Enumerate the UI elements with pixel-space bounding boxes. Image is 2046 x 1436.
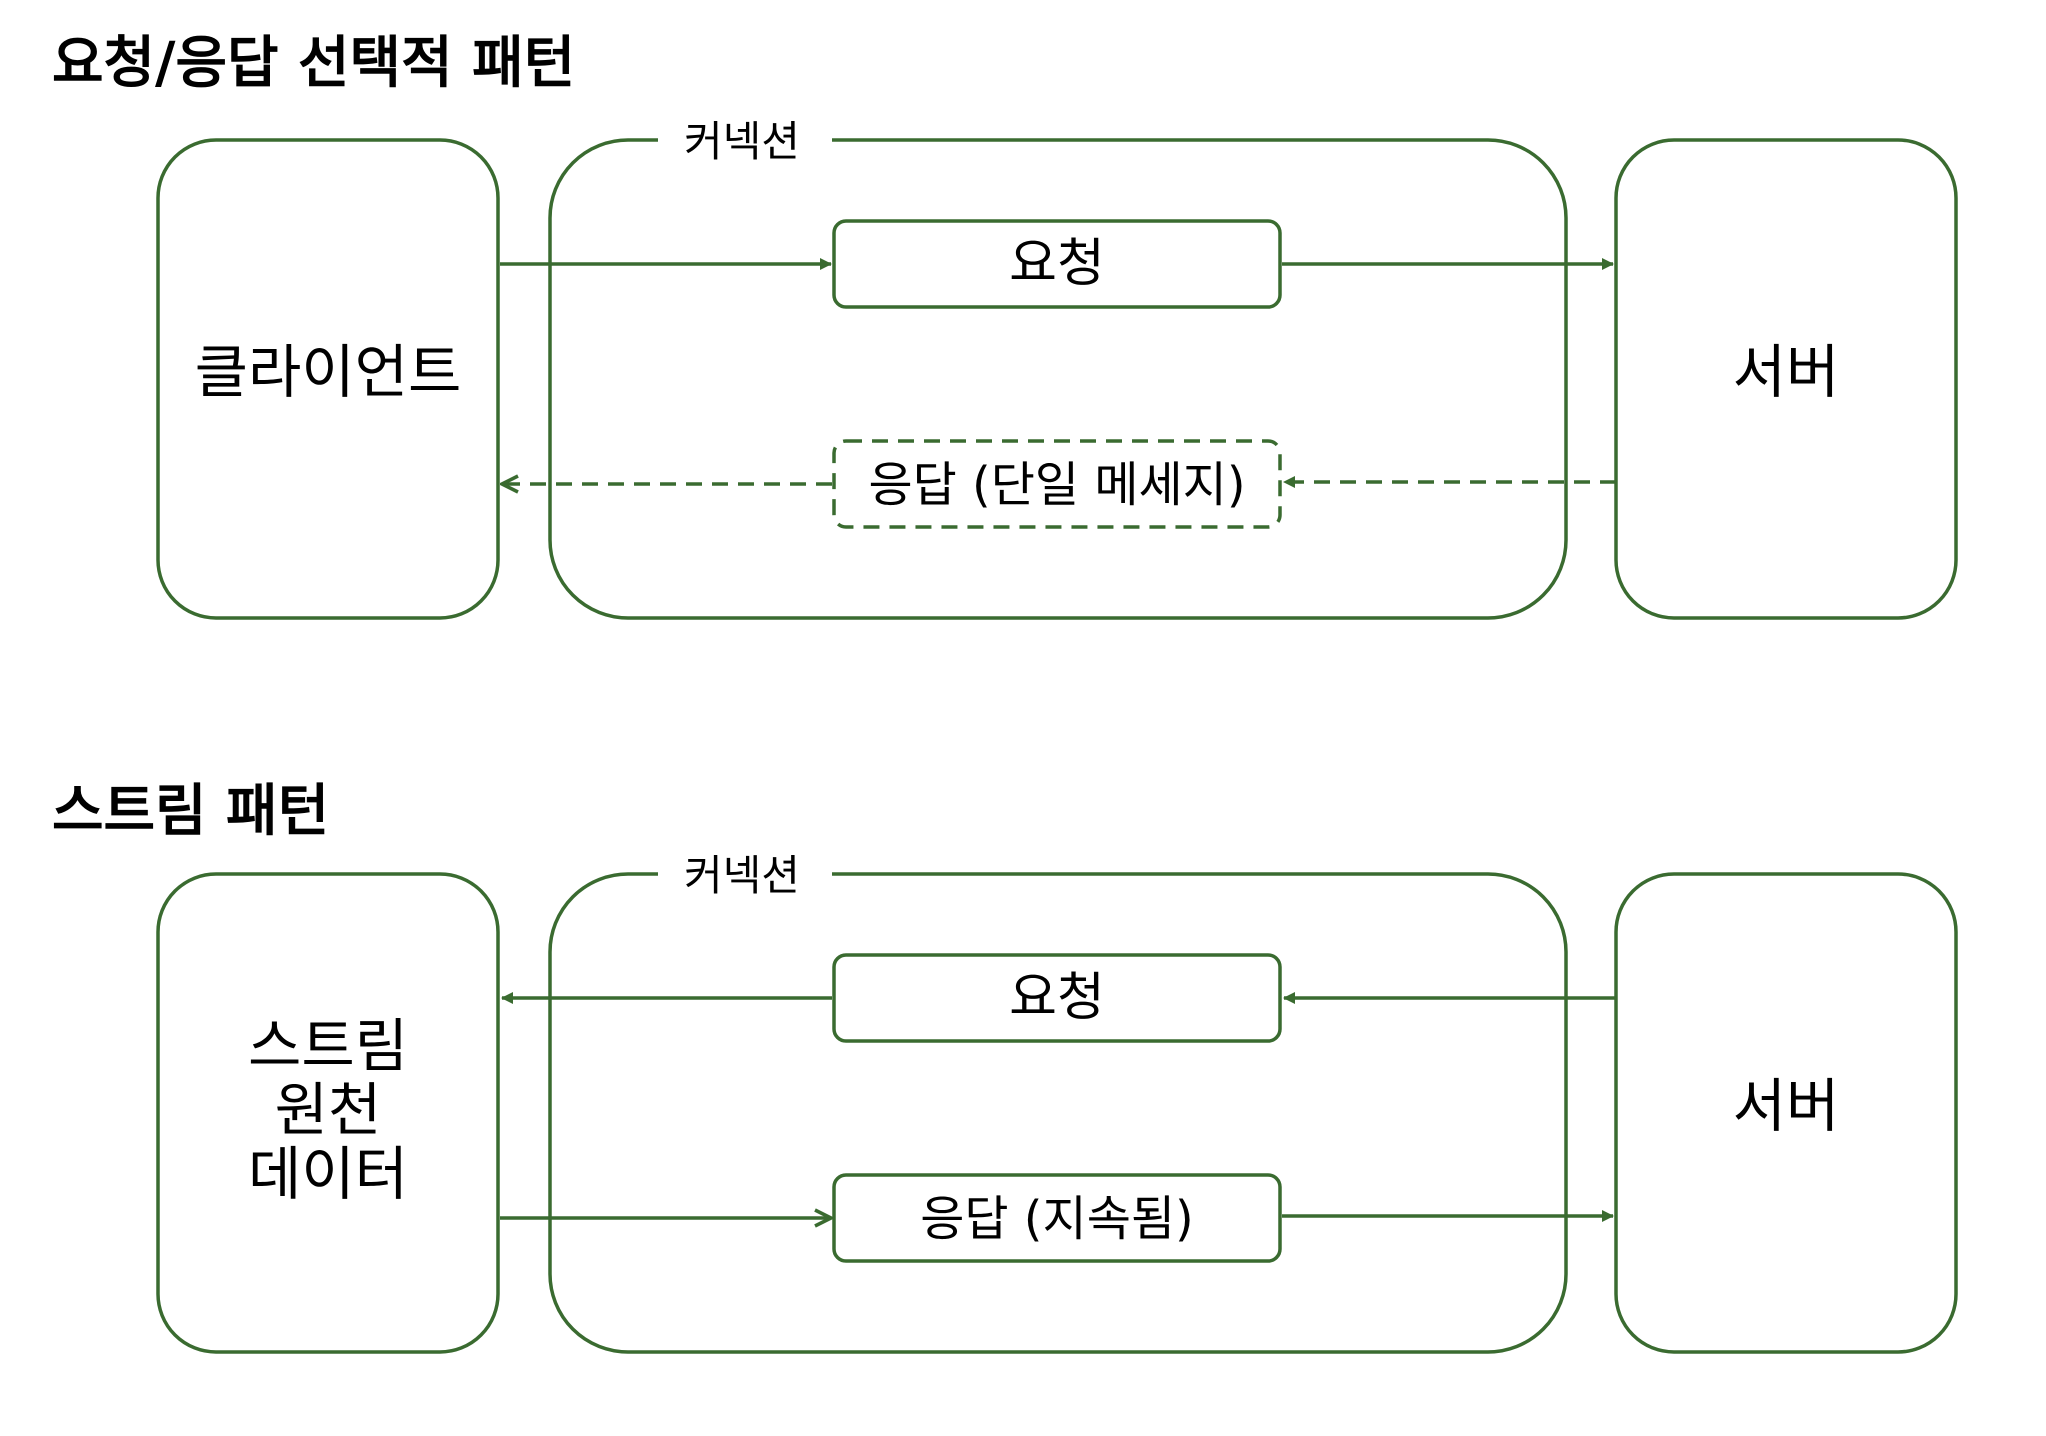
section-title-request-response: 요청/응답 선택적 패턴 — [52, 31, 575, 96]
stream-source-label-line3: 데이터 — [248, 1140, 408, 1208]
server-box-label: 서버 — [1733, 1072, 1840, 1140]
connection-box — [548, 138, 1568, 620]
request-message-label: 요청 — [1009, 234, 1105, 294]
stream-response-message-box — [832, 1173, 1282, 1263]
server-box — [1614, 138, 1958, 620]
client-box-label: 클라이언트 — [195, 338, 462, 406]
request-message-box — [832, 219, 1282, 309]
stream-request-message-box — [832, 953, 1282, 1043]
stream-source-box — [156, 872, 500, 1354]
stream-source-label-line2: 원천 — [275, 1076, 382, 1144]
connection-box — [548, 872, 1568, 1354]
stream-request-message-label: 요청 — [1009, 968, 1105, 1028]
server-box — [1614, 872, 1958, 1354]
stream-section: 스트림 패턴 스트림 원천 데이터 커넥션 서버 요청 응답 (지속됨) — [52, 779, 1958, 1354]
connection-label: 커넥션 — [684, 851, 800, 900]
request-response-section: 요청/응답 선택적 패턴 클라이언트 커넥션 서버 요청 응답 (단일 메세지) — [52, 31, 1958, 620]
connection-label: 커넥션 — [684, 117, 800, 166]
section-title-stream: 스트림 패턴 — [52, 779, 329, 844]
server-box-label: 서버 — [1733, 338, 1840, 406]
client-box — [156, 138, 500, 620]
response-message-box — [832, 439, 1282, 529]
stream-source-label-line1: 스트림 — [248, 1012, 408, 1080]
response-message-label: 응답 (단일 메세지) — [868, 457, 1245, 513]
stream-response-message-label: 응답 (지속됨) — [920, 1191, 1194, 1247]
